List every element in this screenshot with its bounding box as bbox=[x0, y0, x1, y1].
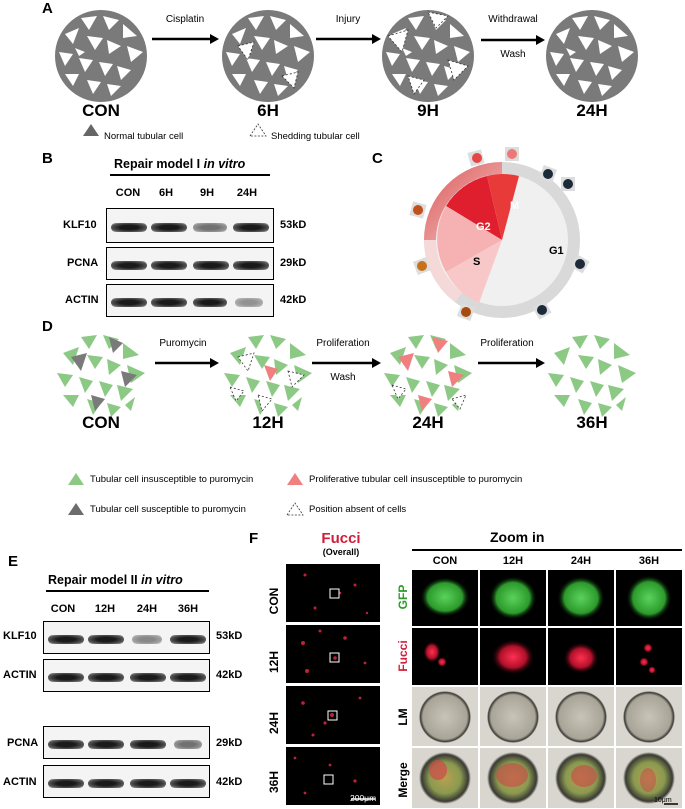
overall-row-label: 24H bbox=[267, 712, 281, 735]
column-label: 36H bbox=[177, 603, 199, 615]
panel-a-diagram bbox=[55, 10, 638, 137]
panel-a-label: A bbox=[42, 0, 53, 17]
zoom-row-label-fucci: Fucci bbox=[396, 640, 410, 672]
blot-e-actin-1 bbox=[43, 659, 210, 692]
stage-label: CON bbox=[82, 101, 120, 120]
arrow-label: Proliferation bbox=[316, 338, 370, 349]
blot-title: Repair model II in vitro bbox=[48, 573, 183, 587]
phase-label: S bbox=[473, 256, 481, 268]
stage-label: 24H bbox=[576, 101, 608, 120]
column-label: 24H bbox=[236, 187, 258, 199]
zoom-column-label: 24H bbox=[570, 555, 592, 567]
scale-bar-overall: 200μm bbox=[350, 793, 377, 803]
6h-cells-icon bbox=[222, 10, 314, 102]
d-12h-cells-icon bbox=[222, 331, 314, 423]
blot-row-label: ACTIN bbox=[65, 294, 99, 306]
panel-d-label: D bbox=[42, 318, 53, 335]
arrow-label: Wash bbox=[500, 49, 526, 60]
con-cells-icon bbox=[55, 10, 147, 102]
arrow-label: Proliferation bbox=[480, 338, 534, 349]
legend-text: Proliferative tubular cell insusceptible… bbox=[309, 474, 523, 485]
stage-label: 36H bbox=[576, 413, 608, 432]
stage-label: CON bbox=[82, 413, 120, 432]
column-label: CON bbox=[50, 603, 76, 615]
arrow-label: Puromycin bbox=[159, 338, 207, 349]
blot-e-klf10 bbox=[43, 621, 210, 654]
stage-label: 9H bbox=[417, 101, 439, 120]
fucci-subtitle: (Overall) bbox=[322, 547, 360, 557]
fucci-title: Fucci bbox=[321, 530, 361, 547]
zoom-column-label: CON bbox=[432, 555, 458, 567]
blot-row-label: ACTIN bbox=[3, 669, 37, 681]
9h-cells-icon bbox=[382, 10, 474, 102]
blot-e-pcna bbox=[43, 726, 210, 759]
title-underline bbox=[110, 174, 270, 176]
arrow-label: Cisplatin bbox=[165, 14, 205, 25]
blot-row-label: KLF10 bbox=[3, 630, 37, 642]
column-label: 6H bbox=[158, 187, 174, 199]
kd-label: 53kD bbox=[216, 630, 243, 642]
blot-row-label: PCNA bbox=[7, 737, 39, 749]
panel-f-label: F bbox=[249, 530, 259, 547]
overall-row-label: 36H bbox=[267, 771, 281, 794]
zoom-column-label: 36H bbox=[638, 555, 660, 567]
panel-c-label: C bbox=[372, 150, 383, 167]
zoom-column-label: 12H bbox=[502, 555, 524, 567]
blot-pcna bbox=[106, 247, 274, 280]
stage-label: 24H bbox=[412, 413, 444, 432]
legend-text: Tubular cell insusceptible to puromycin bbox=[90, 474, 254, 485]
blot-e-actin-2 bbox=[43, 765, 210, 798]
zoom-underline bbox=[412, 549, 682, 551]
kd-label: 53kD bbox=[280, 219, 307, 231]
phase-label: G2 bbox=[476, 221, 491, 233]
zoom-row-label-gfp: GFP bbox=[396, 584, 410, 610]
kd-label: 42kD bbox=[280, 294, 307, 306]
panel-b-label: B bbox=[42, 150, 53, 167]
stage-label: 12H bbox=[252, 413, 284, 432]
zoom-image-grid bbox=[412, 570, 682, 808]
kd-label: 29kD bbox=[216, 737, 243, 749]
arrow-label: Injury bbox=[335, 14, 361, 25]
kd-label: 42kD bbox=[216, 776, 243, 788]
24h-cells-icon bbox=[546, 10, 638, 102]
stage-label: 6H bbox=[257, 101, 279, 120]
column-label: CON bbox=[115, 187, 141, 199]
legend-text: Normal tubular cell bbox=[104, 131, 184, 142]
panel-d-diagram bbox=[55, 331, 638, 516]
kd-label: 42kD bbox=[216, 669, 243, 681]
panel-e-label: E bbox=[8, 553, 19, 570]
phase-label: M bbox=[510, 200, 520, 212]
zoom-row-label-lm: LM bbox=[396, 708, 410, 726]
blot-row-label: KLF10 bbox=[63, 219, 97, 231]
column-label: 12H bbox=[94, 603, 116, 615]
legend-text: Position absent of cells bbox=[309, 504, 407, 515]
column-label: 24H bbox=[136, 603, 158, 615]
cell-cycle-wheel bbox=[409, 147, 590, 321]
column-label: 9H bbox=[199, 187, 215, 199]
d-con-cells-icon bbox=[55, 331, 147, 423]
arrow-label: Wash bbox=[330, 372, 356, 383]
zoom-row-label-merge: Merge bbox=[396, 762, 410, 798]
kd-label: 29kD bbox=[280, 257, 307, 269]
phase-label: G1 bbox=[549, 245, 564, 257]
blot-title: Repair model I in vitro bbox=[114, 157, 246, 171]
d-24h-cells-icon bbox=[382, 331, 474, 423]
scale-bar-zoom: 10μm bbox=[654, 797, 672, 804]
zoom-title: Zoom in bbox=[490, 529, 545, 545]
blot-actin bbox=[106, 284, 274, 317]
overall-row-label: CON bbox=[267, 587, 281, 615]
legend-text: Shedding tubular cell bbox=[271, 131, 360, 142]
blot-row-label: PCNA bbox=[67, 257, 99, 269]
legend-text: Tubular cell susceptible to puromycin bbox=[90, 504, 246, 515]
fucci-overall-images bbox=[285, 563, 381, 806]
title-underline bbox=[46, 590, 209, 592]
arrow-label: Withdrawal bbox=[488, 14, 538, 25]
d-36h-cells-icon bbox=[546, 331, 638, 423]
blot-klf10 bbox=[106, 208, 274, 243]
blot-row-label: ACTIN bbox=[3, 776, 37, 788]
overall-row-label: 12H bbox=[267, 651, 281, 674]
